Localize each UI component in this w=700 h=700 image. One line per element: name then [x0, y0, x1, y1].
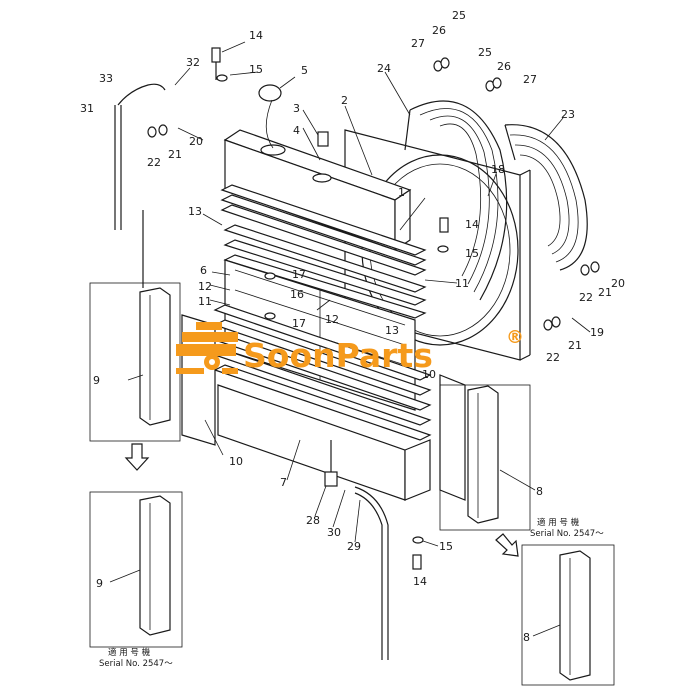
callout-25b: 25	[478, 46, 492, 59]
fan-guard-rear	[404, 100, 508, 301]
registered-mark: ®	[506, 327, 524, 348]
callout-26a: 26	[432, 24, 446, 37]
fan-guard-front	[504, 124, 588, 271]
side-bracket-left-alt	[89, 491, 183, 648]
callout-22a: 22	[147, 156, 161, 169]
callout-27a: 27	[411, 37, 425, 50]
callout-1: 1	[398, 186, 405, 199]
leader-lines	[109, 41, 591, 637]
callout-21a: 21	[168, 148, 182, 161]
filler-cap	[258, 84, 282, 149]
callout-23: 23	[561, 108, 575, 121]
serial-note-right-serial: Serial No. 2547～	[530, 529, 604, 539]
serial-note-right: 適 用 号 機 Serial No. 2547～	[530, 517, 604, 539]
callout-11b: 11	[198, 295, 212, 308]
bolt-14-bottom	[412, 554, 422, 570]
callout-25a: 25	[452, 9, 466, 22]
callout-32: 32	[186, 56, 200, 69]
callout-3: 3	[293, 102, 300, 115]
callout-33: 33	[99, 72, 113, 85]
arrow-diagonal-icon	[495, 533, 519, 557]
callout-18: 18	[491, 163, 505, 176]
plug-3	[317, 131, 329, 147]
callout-14a: 14	[249, 29, 263, 42]
callout-14b: 14	[465, 218, 479, 231]
washers	[147, 57, 600, 544]
serial-note-left-jp: 適 用 号 機	[108, 647, 151, 658]
serial-note-left: 適 用 号 機 Serial No. 2547～	[99, 647, 173, 669]
callout-8a: 8	[536, 485, 543, 498]
callout-15c: 15	[439, 540, 453, 553]
drain-valve	[324, 440, 338, 487]
callout-21b: 21	[598, 286, 612, 299]
arrow-down-icon	[124, 443, 150, 471]
callout-26b: 26	[497, 60, 511, 73]
callout-12a: 12	[198, 280, 212, 293]
callout-19: 19	[590, 326, 604, 339]
soonparts-logo-icon	[176, 322, 238, 374]
bolt-14-right	[439, 217, 449, 233]
callout-13b: 13	[385, 324, 399, 337]
callout-10a: 10	[229, 455, 243, 468]
callout-16: 16	[290, 288, 304, 301]
callout-9a: 9	[93, 374, 100, 387]
callout-27b: 27	[523, 73, 537, 86]
side-bracket-left	[89, 210, 181, 442]
callout-12b: 12	[325, 313, 339, 326]
callout-22c: 22	[546, 351, 560, 364]
callout-2: 2	[341, 94, 348, 107]
callout-labels: 1 2 3 4 5 6 7 8 8 9 9 10 10 11 11 12 12 …	[80, 9, 625, 644]
callout-21c: 21	[568, 339, 582, 352]
callout-13a: 13	[188, 205, 202, 218]
callout-17a: 17	[292, 268, 306, 281]
drain-hose	[354, 486, 389, 660]
lower-tank	[217, 384, 431, 501]
callout-8b: 8	[523, 631, 530, 644]
watermark-brand: SoonParts	[243, 336, 433, 375]
callout-28: 28	[306, 514, 320, 527]
side-panel-right	[439, 374, 466, 501]
callout-31: 31	[80, 102, 94, 115]
serial-note-right-jp: 適 用 号 機	[537, 517, 580, 528]
gasket-plate-stack	[220, 184, 427, 319]
callout-20a: 20	[189, 135, 203, 148]
callout-11a: 11	[455, 277, 469, 290]
callout-9b: 9	[96, 577, 103, 590]
side-bracket-right	[439, 384, 531, 531]
callout-15a: 15	[249, 63, 263, 76]
soonparts-watermark: SoonParts ®	[176, 322, 524, 375]
callout-29: 29	[347, 540, 361, 553]
side-bracket-right-alt	[521, 544, 615, 686]
callout-7: 7	[280, 476, 287, 489]
callout-15b: 15	[465, 247, 479, 260]
callout-24: 24	[377, 62, 391, 75]
callout-20b: 20	[611, 277, 625, 290]
callout-17b: 17	[292, 317, 306, 330]
callout-22b: 22	[579, 291, 593, 304]
callout-30: 30	[327, 526, 341, 539]
bolt-14-top	[211, 47, 221, 80]
serial-note-left-serial: Serial No. 2547～	[99, 659, 173, 669]
callout-5: 5	[301, 64, 308, 77]
lower-plate-stack	[213, 304, 432, 441]
overflow-pipe	[114, 83, 166, 230]
callout-4: 4	[293, 124, 300, 137]
callout-14c: 14	[413, 575, 427, 588]
callout-6: 6	[200, 264, 207, 277]
callout-10b: 10	[422, 368, 436, 381]
